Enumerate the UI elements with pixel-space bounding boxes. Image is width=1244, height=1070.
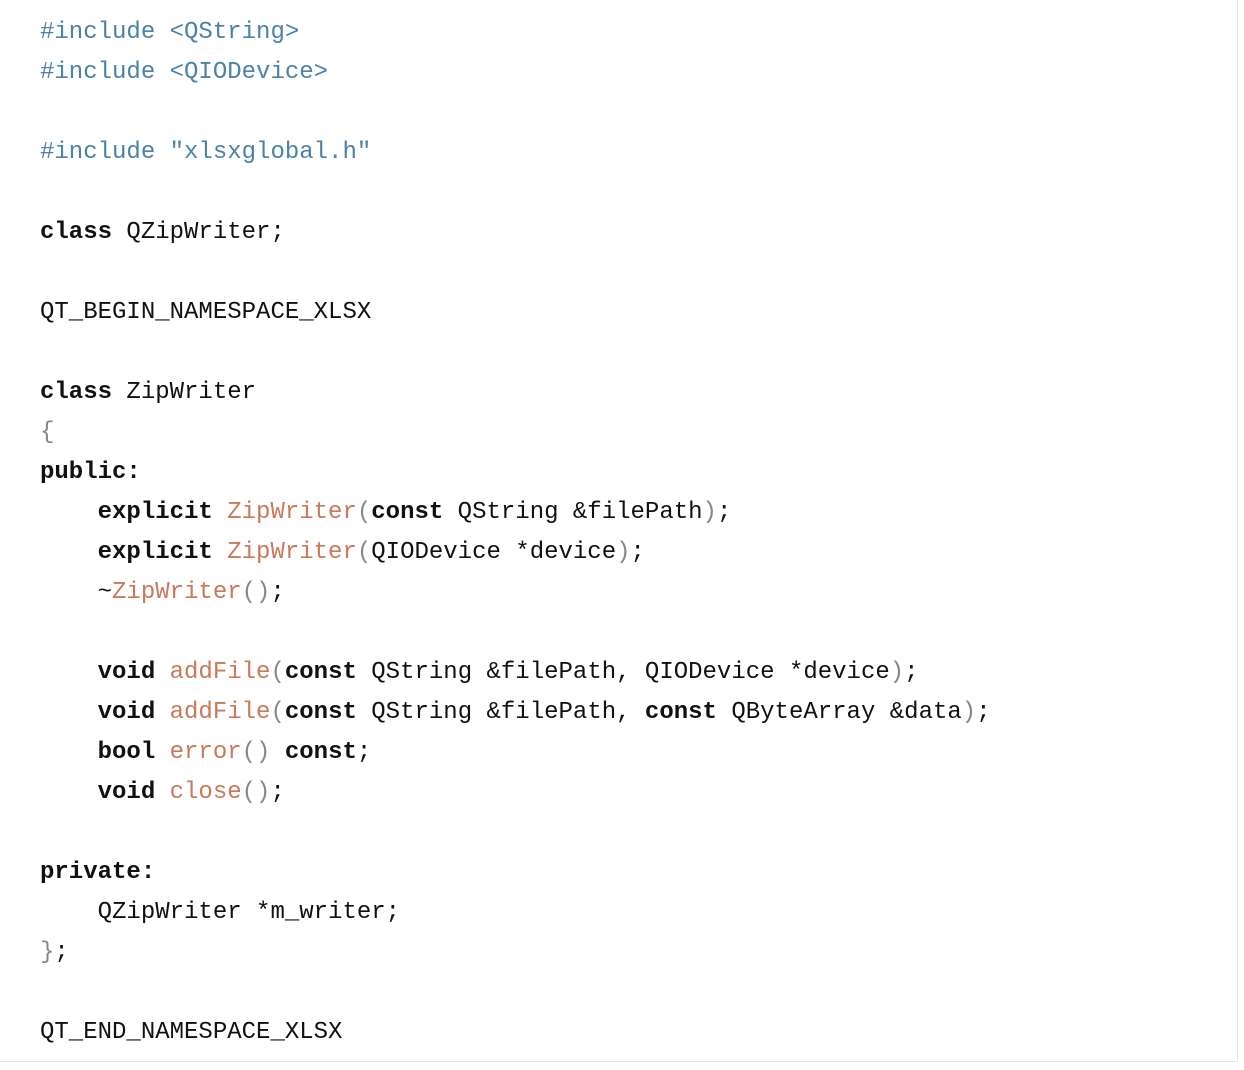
code-text-token: QT_END_NAMESPACE_XLSX <box>40 1019 343 1046</box>
function-name-token: addFile <box>169 699 271 726</box>
function-name-token: ZipWriter <box>112 579 242 606</box>
function-name-token: addFile <box>169 659 271 686</box>
punctuation-token: ( <box>270 699 285 726</box>
preprocessor-token: #include <QString> <box>40 19 300 46</box>
preprocessor-token: #include <QIODevice> <box>40 59 329 86</box>
keyword-token: const <box>284 739 357 766</box>
code-line: class ZipWriter <box>40 373 991 413</box>
punctuation-token: ) <box>889 659 905 686</box>
code-line: { <box>40 413 991 453</box>
code-text-token: ; <box>270 779 285 806</box>
code-text-token <box>40 739 98 766</box>
code-line: bool error() const; <box>40 733 991 773</box>
keyword-token: private: <box>40 859 156 886</box>
blank-line <box>40 813 991 853</box>
code-line: QT_END_NAMESPACE_XLSX <box>40 1013 991 1053</box>
code-text-token <box>40 659 98 686</box>
keyword-token: bool <box>97 739 156 766</box>
code-line: }; <box>40 933 991 973</box>
keyword-token: const <box>284 659 357 686</box>
code-text-token <box>155 779 169 806</box>
blank-line <box>40 173 991 213</box>
code-text-token: ; <box>54 939 69 966</box>
keyword-token: const <box>284 699 357 726</box>
code-text-token <box>40 779 98 806</box>
code-text-token: QIODevice *device <box>371 539 617 566</box>
blank-line <box>40 253 991 293</box>
code-text-token: QString &filePath, <box>356 699 645 726</box>
code-line: private: <box>40 853 991 893</box>
function-name-token: error <box>169 739 242 766</box>
code-text-token: ; <box>356 739 372 766</box>
code-text-token <box>270 739 284 766</box>
code-text-token: QByteArray &data <box>716 699 962 726</box>
code-line: QZipWriter *m_writer; <box>40 893 991 933</box>
function-name-token: ZipWriter <box>227 499 357 526</box>
punctuation-token: { <box>40 419 55 446</box>
code-line: #include <QIODevice> <box>40 53 991 93</box>
code-text-token <box>155 739 169 766</box>
code-text-token: ; <box>630 539 645 566</box>
code-line: public: <box>40 453 991 493</box>
code-line: class QZipWriter; <box>40 213 991 253</box>
blank-line <box>40 333 991 373</box>
blank-line <box>40 613 991 653</box>
punctuation-token: ) <box>961 699 977 726</box>
punctuation-token: ( <box>356 539 372 566</box>
keyword-token: void <box>97 779 156 806</box>
keyword-token: class <box>40 219 113 246</box>
keyword-token: explicit <box>97 499 213 526</box>
blank-line <box>40 93 991 133</box>
code-text-token: ZipWriter <box>112 379 257 406</box>
code-text-token: QZipWriter *m_writer; <box>40 899 401 926</box>
code-line: void close(); <box>40 773 991 813</box>
code-text-token <box>213 539 227 566</box>
code-text-token: QZipWriter; <box>112 219 285 246</box>
code-line: #include <QString> <box>40 13 991 53</box>
code-text-token <box>155 699 169 726</box>
code-text-token <box>213 499 227 526</box>
keyword-token: void <box>97 659 156 686</box>
function-name-token: ZipWriter <box>227 539 357 566</box>
source-code: #include <QString> #include <QIODevice> #… <box>40 13 991 1053</box>
punctuation-token: () <box>241 779 271 806</box>
code-line: explicit ZipWriter(const QString &filePa… <box>40 493 991 533</box>
function-name-token: close <box>169 779 242 806</box>
punctuation-token: ( <box>270 659 285 686</box>
keyword-token: explicit <box>97 539 213 566</box>
code-line: void addFile(const QString &filePath, co… <box>40 693 991 733</box>
code-line: void addFile(const QString &filePath, QI… <box>40 653 991 693</box>
code-text-token <box>40 539 98 566</box>
code-line: #include "xlsxglobal.h" <box>40 133 991 173</box>
punctuation-token: ) <box>702 499 717 526</box>
code-text-token <box>155 659 169 686</box>
code-text-token: QT_BEGIN_NAMESPACE_XLSX <box>40 299 372 326</box>
code-text-token: QString &filePath, QIODevice *device <box>356 659 890 686</box>
punctuation-token: } <box>40 939 55 966</box>
punctuation-token: () <box>241 739 271 766</box>
code-text-token: ; <box>976 699 991 726</box>
code-line: explicit ZipWriter(QIODevice *device); <box>40 533 991 573</box>
code-text-token <box>40 499 98 526</box>
code-text-token: ; <box>270 579 285 606</box>
punctuation-token: () <box>241 579 271 606</box>
keyword-token: public: <box>40 459 141 486</box>
code-line: QT_BEGIN_NAMESPACE_XLSX <box>40 293 991 333</box>
code-line: ~ZipWriter(); <box>40 573 991 613</box>
keyword-token: void <box>97 699 156 726</box>
code-text-token: QString &filePath <box>443 499 703 526</box>
keyword-token: class <box>40 379 113 406</box>
code-text-token: ; <box>716 499 732 526</box>
code-text-token: ; <box>904 659 919 686</box>
code-text-token: ~ <box>40 579 113 606</box>
blank-line <box>40 973 991 1013</box>
punctuation-token: ( <box>356 499 372 526</box>
punctuation-token: ) <box>616 539 631 566</box>
preprocessor-token: #include "xlsxglobal.h" <box>40 139 372 166</box>
keyword-token: const <box>371 499 444 526</box>
keyword-token: const <box>644 699 717 726</box>
code-text-token <box>40 699 98 726</box>
